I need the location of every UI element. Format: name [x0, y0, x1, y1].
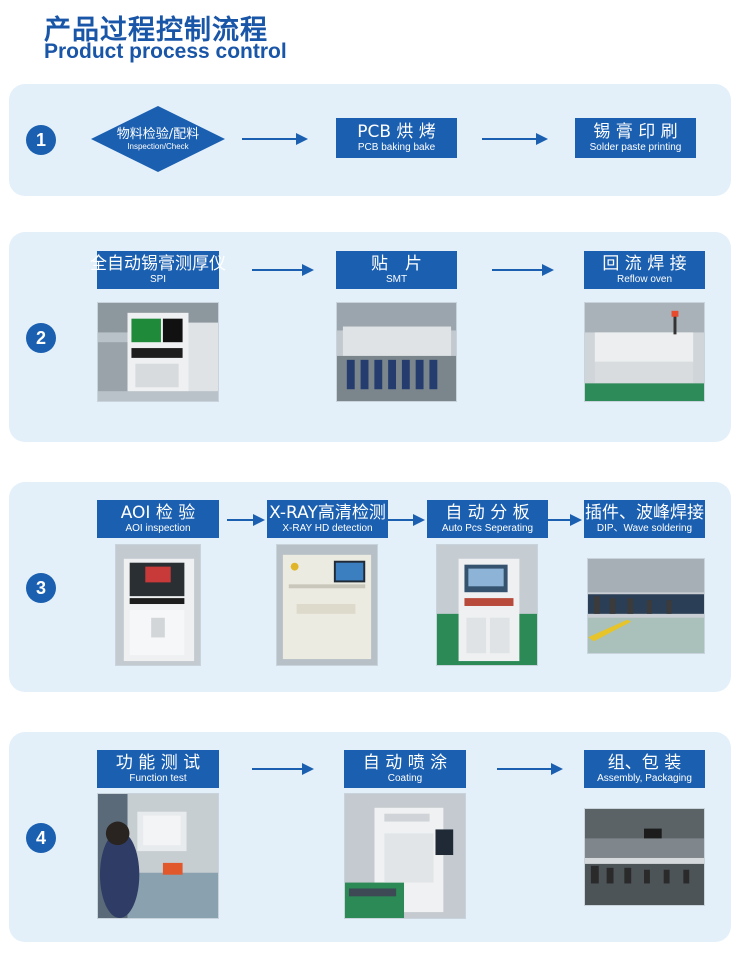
step-label-xray: X-RAY高清检测 X-RAY HD detection [267, 500, 388, 538]
step-label-coating: 自 动 喷 涂 Coating [344, 750, 466, 788]
step-label-zh: PCB 烘 烤 [357, 121, 436, 142]
step-label-spi: 全自动锡膏测厚仪 SPI [90, 251, 226, 289]
step-label-function-test: 功 能 测 试 Function test [97, 750, 219, 788]
step-label-zh: 全自动锡膏测厚仪 [90, 253, 226, 274]
step-label-zh: AOI 检 验 [120, 502, 196, 523]
step-label-zh: 自 动 喷 涂 [362, 752, 448, 773]
step-label-zh: 锡 膏 印 刷 [593, 121, 678, 142]
dip-line-photo [587, 558, 705, 654]
step-label-en: DIP、Wave soldering [596, 522, 693, 534]
step-label-zh: 组、包 装 [607, 752, 682, 773]
step-label-zh: 贴 片 [371, 253, 422, 274]
stage-4-panel: 4 功 能 测 试 Function test 自 动 喷 涂 Coating [9, 732, 731, 942]
step-label-smt: 贴 片 SMT [336, 251, 457, 289]
step-label-zh: 回 流 焊 接 [602, 253, 687, 274]
step-label-zh: 自 动 分 板 [445, 502, 530, 523]
step-label-en: AOI inspection [125, 522, 191, 534]
step-label-en: Function test [129, 772, 187, 784]
arrow-right-icon [497, 763, 563, 775]
page-subtitle: Product process control [44, 40, 287, 63]
coating-machine-photo [344, 793, 466, 919]
step-label-en: Coating [387, 772, 423, 784]
step-label-pcb-baking: PCB 烘 烤 PCB baking bake [336, 118, 457, 158]
arrow-right-icon [546, 514, 582, 526]
arrow-right-icon [492, 264, 554, 276]
step-label-depaneling: 自 动 分 板 Auto Pcs Seperating [427, 500, 548, 538]
step-label-en: SMT [385, 273, 408, 285]
step-label-en: Auto Pcs Seperating [441, 522, 534, 534]
step-label-assembly-packaging: 组、包 装 Assembly, Packaging [584, 750, 705, 788]
step-label-aoi: AOI 检 验 AOI inspection [97, 500, 219, 538]
stage-number: 4 [26, 823, 56, 853]
step-label-zh: 插件、波峰焊接 [585, 502, 704, 523]
step-label-solder-paste: 锡 膏 印 刷 Solder paste printing [575, 118, 696, 158]
smt-line-photo [336, 302, 457, 402]
step-label-dip-wave: 插件、波峰焊接 DIP、Wave soldering [584, 500, 705, 538]
step-label-en: Solder paste printing [589, 141, 682, 153]
arrow-right-icon [482, 133, 548, 145]
step-label-en: X-RAY HD detection [282, 522, 373, 534]
diamond-shape [91, 106, 225, 172]
step-label-reflow: 回 流 焊 接 Reflow oven [584, 251, 705, 289]
stage-number: 2 [26, 323, 56, 353]
step-label-zh: 物料检验/配料 [116, 126, 200, 142]
arrow-right-icon [252, 264, 314, 276]
assembly-line-photo [584, 808, 705, 906]
arrow-right-icon [387, 514, 425, 526]
arrow-right-icon [252, 763, 314, 775]
stage-number: 1 [26, 125, 56, 155]
function-test-photo [97, 793, 219, 919]
step-label-en: Inspection/Check [127, 141, 189, 151]
arrow-right-icon [242, 133, 308, 145]
spi-machine-photo [97, 302, 219, 402]
depaneling-machine-photo [436, 544, 538, 666]
stage-3-panel: 3 AOI 检 验 AOI inspection X-RAY高清检测 X-RAY… [9, 482, 731, 692]
step-label-en: Reflow oven [616, 273, 673, 285]
reflow-oven-photo [584, 302, 705, 402]
xray-machine-photo [276, 544, 378, 666]
stage-2-panel: 2 全自动锡膏测厚仪 SPI 贴 片 SMT [9, 232, 731, 442]
step-inspection-diamond: 物料检验/配料 Inspection/Check [89, 104, 227, 174]
page-title: 产品过程控制流程 [44, 15, 268, 46]
arrow-right-icon [227, 514, 265, 526]
step-label-en: Assembly, Packaging [597, 772, 692, 784]
stage-number: 3 [26, 573, 56, 603]
step-label-zh: 功 能 测 试 [115, 752, 201, 773]
step-label-zh: X-RAY高清检测 [269, 502, 386, 523]
step-label-en: PCB baking bake [357, 141, 436, 153]
aoi-machine-photo [115, 544, 201, 666]
step-label-en: SPI [149, 273, 167, 285]
stage-1-panel: 1 物料检验/配料 Inspection/Check PCB 烘 烤 PCB b… [9, 84, 731, 196]
